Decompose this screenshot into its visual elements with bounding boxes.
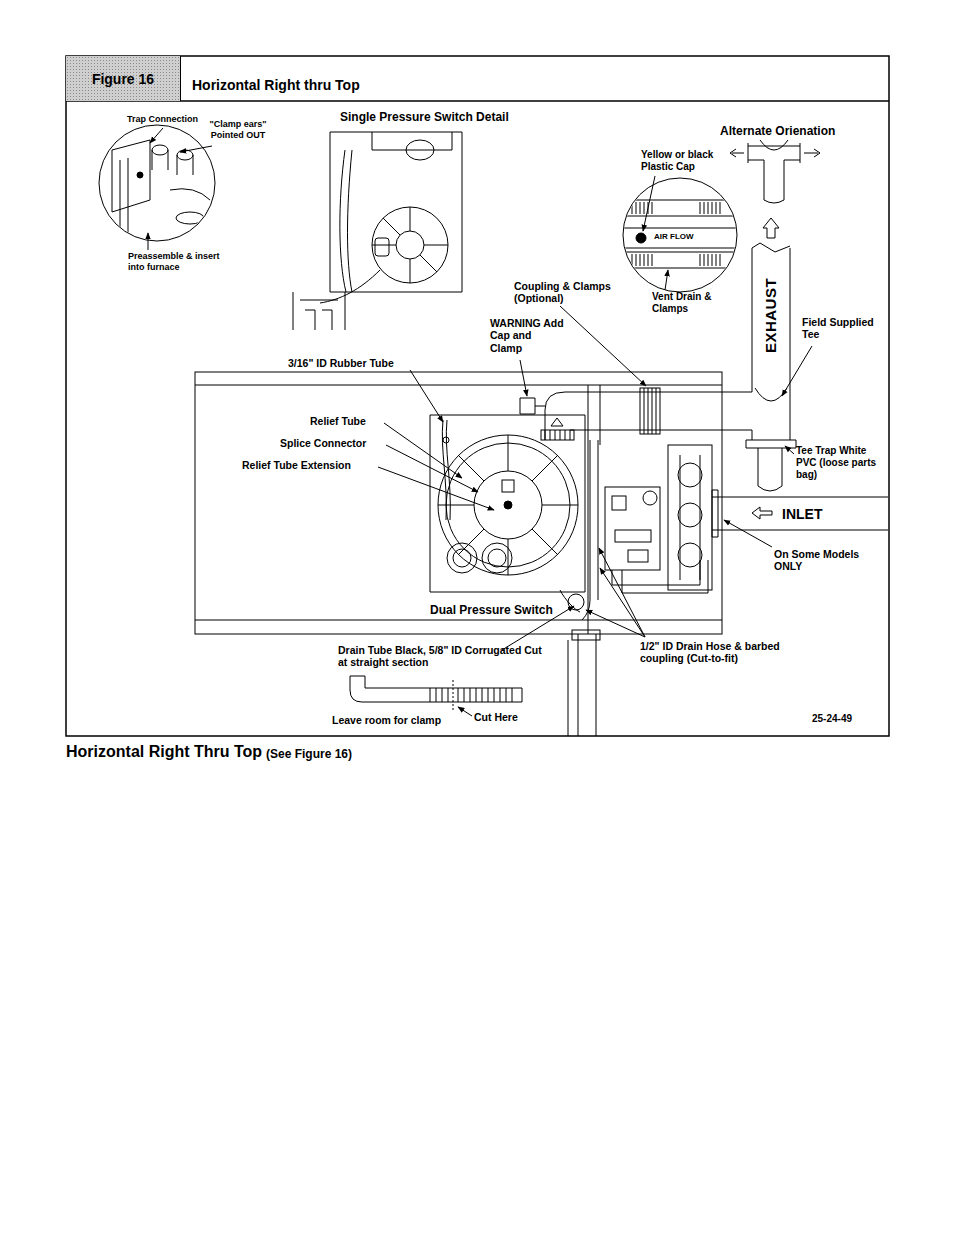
callout-label: 25-24-49 [812,713,852,725]
drain-tube-detail [350,676,522,712]
callout-label: Dual Pressure Switch [428,603,555,617]
callout-label: Coupling & Clamps (Optional) [514,280,626,305]
inlet-pipe-outline [712,490,888,537]
exhaust-pipe: EXHAUST [752,265,790,365]
figure-frame [66,56,889,736]
callout-label: Vent Drain & Clamps [652,291,716,315]
figure-number-box: Figure 16 [66,56,181,101]
callout-label: Yellow or black Plastic Cap [641,149,736,173]
callout-label: Preassemble & insert into furnace [128,251,232,272]
trap-detail [99,125,215,241]
exhaust-piping [520,218,796,491]
vent-drain-detail [620,178,740,292]
node-text: Figure 16 [92,71,154,87]
control-board [605,487,708,593]
inducer-blower [438,420,580,612]
callout-label: Relief Tube [310,415,366,427]
pressure-switch-detail [293,132,462,330]
callout-label: Horizontal Right thru Top [192,77,360,94]
callout-label: 1/2" ID Drain Hose & barbed coupling (Cu… [640,640,790,665]
inlet-pipe: INLET [716,497,888,530]
callout-label: Trap Connection [127,114,198,125]
furnace-cabinet [195,372,722,634]
callout-label: WARNING Add Cap and Clamp [490,317,564,354]
heat-exchanger [668,445,712,590]
callout-label: "Clamp ears" Pointed OUT [204,119,272,140]
callout-label: Tee Trap White PVC (loose parts bag) [796,445,886,480]
callout-label: On Some Models ONLY [774,548,869,573]
alternate-tee [730,140,820,203]
callout-label: Splice Connector [280,437,366,449]
callout-label: 3/16" ID Rubber Tube [288,357,394,369]
callout-label: Drain Tube Black, 5/8" ID Corrugated Cut… [338,644,553,669]
callout-label: Relief Tube Extension [242,459,351,471]
section-title: Horizontal Right Thru Top [66,743,262,761]
callout-label: (See Figure 16) [266,747,352,761]
node-text: EXHAUST [763,277,780,352]
leader-lines [148,128,812,716]
callout-label: Cut Here [474,711,518,723]
callout-label: AIR FLOW [652,232,696,241]
callout-label: Single Pressure Switch Detail [340,110,509,124]
callout-label: Alternate Orienation [720,124,835,138]
drain-hose [568,440,600,736]
callout-label: Leave room for clamp [332,714,441,726]
node-text: INLET [782,506,822,522]
callout-label: Field Supplied Tee [802,316,882,341]
